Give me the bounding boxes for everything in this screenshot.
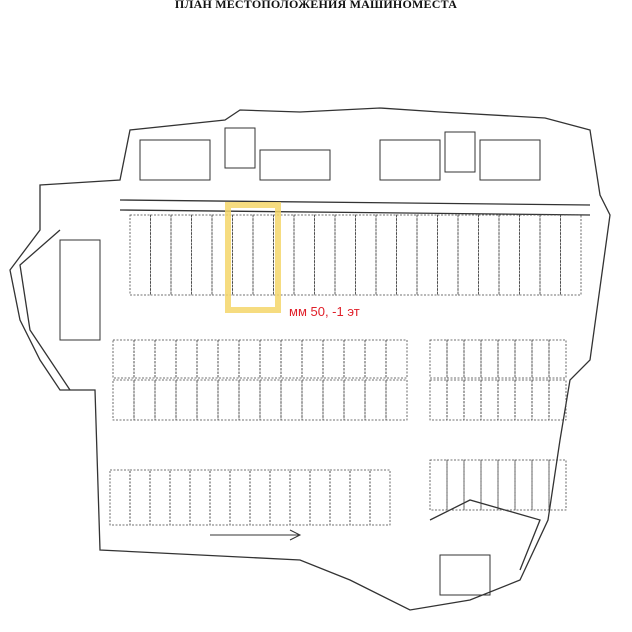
parking-slot: [309, 469, 331, 526]
parking-slot: [349, 469, 371, 526]
parking-slot: [463, 339, 482, 379]
parking-slot: [497, 339, 516, 379]
parking-slot: [429, 459, 448, 511]
parking-slot: [249, 469, 271, 526]
parking-slot: [112, 339, 135, 379]
parking-slot: [189, 469, 211, 526]
parking-slot: [446, 459, 465, 511]
parking-slot: [457, 214, 479, 296]
parking-slot: [497, 459, 516, 511]
parking-slot: [109, 469, 131, 526]
parking-slot: [480, 339, 499, 379]
parking-slot: [437, 214, 459, 296]
parking-slot: [322, 339, 345, 379]
parking-slot: [560, 214, 582, 296]
parking-slot: [129, 469, 151, 526]
parking-slot: [314, 214, 336, 296]
parking-slot: [259, 379, 282, 421]
parking-slot: [416, 214, 438, 296]
parking-slot: [519, 214, 541, 296]
parking-slot: [322, 379, 345, 421]
parking-slot: [196, 379, 219, 421]
parking-slot: [446, 379, 465, 421]
parking-slot: [301, 379, 324, 421]
parking-slot: [478, 214, 500, 296]
parking-slot: [232, 214, 254, 296]
parking-slot: [170, 214, 192, 296]
parking-slot: [112, 379, 135, 421]
parking-slot: [396, 214, 418, 296]
parking-slot: [209, 469, 231, 526]
parking-slot: [375, 214, 397, 296]
parking-slot: [175, 379, 198, 421]
parking-slot: [531, 459, 550, 511]
parking-slot: [169, 469, 191, 526]
parking-slot: [446, 339, 465, 379]
highlighted-parking-spot: [225, 202, 281, 313]
parking-slot: [133, 379, 156, 421]
parking-slot: [175, 339, 198, 379]
parking-slot: [548, 379, 567, 421]
parking-slot: [154, 379, 177, 421]
parking-slot: [463, 379, 482, 421]
parking-slot: [343, 379, 366, 421]
parking-slot: [238, 379, 261, 421]
parking-slot: [150, 214, 172, 296]
parking-slot: [548, 339, 567, 379]
parking-slot: [548, 459, 567, 511]
parking-slot: [259, 339, 282, 379]
parking-slot: [385, 379, 408, 421]
parking-slot: [217, 379, 240, 421]
highlight-label: мм 50, -1 эт: [289, 304, 360, 319]
parking-slots: [109, 214, 582, 526]
parking-slot: [355, 214, 377, 296]
parking-slot: [149, 469, 171, 526]
parking-slot: [280, 379, 303, 421]
parking-slot: [514, 379, 533, 421]
parking-slot: [238, 339, 261, 379]
parking-slot: [133, 339, 156, 379]
parking-slot: [369, 469, 391, 526]
parking-slot: [429, 379, 448, 421]
parking-slot: [154, 339, 177, 379]
page-title: ПЛАН МЕСТОПОЛОЖЕНИЯ МАШИНОМЕСТА: [174, 0, 458, 11]
parking-slot: [269, 469, 291, 526]
parking-slot: [229, 469, 251, 526]
parking-slot: [252, 214, 274, 296]
stair-cores: [59, 127, 541, 596]
parking-slot: [385, 339, 408, 379]
parking-slot: [531, 379, 550, 421]
parking-slot: [514, 339, 533, 379]
parking-slot: [329, 469, 351, 526]
parking-slot: [293, 214, 315, 296]
parking-slot: [343, 339, 366, 379]
parking-slot: [364, 379, 387, 421]
building-outline: [9, 107, 611, 611]
parking-slot: [480, 379, 499, 421]
parking-slot: [429, 339, 448, 379]
parking-slot: [514, 459, 533, 511]
parking-slot: [364, 339, 387, 379]
parking-slot: [289, 469, 311, 526]
parking-slot: [217, 339, 240, 379]
parking-slot: [301, 339, 324, 379]
parking-slot: [196, 339, 219, 379]
parking-slot: [280, 339, 303, 379]
parking-slot: [539, 214, 561, 296]
parking-slot: [497, 379, 516, 421]
parking-slot: [531, 339, 550, 379]
parking-slot: [129, 214, 151, 296]
parking-slot: [334, 214, 356, 296]
parking-slot: [498, 214, 520, 296]
parking-slot: [191, 214, 213, 296]
parking-slot: [480, 459, 499, 511]
